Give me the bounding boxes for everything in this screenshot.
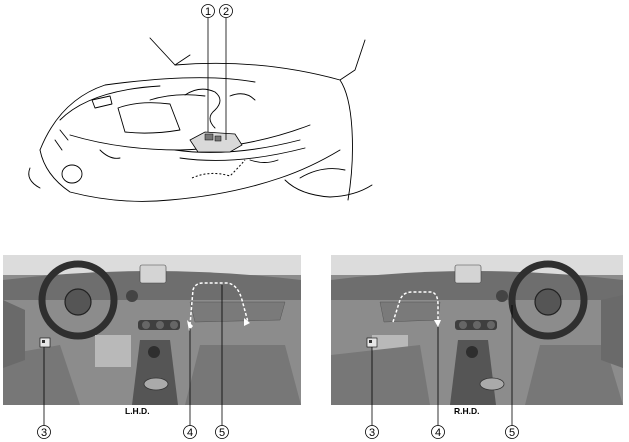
callout-2: 2 bbox=[219, 4, 233, 18]
lhd-interior-illustration bbox=[3, 255, 301, 405]
fuse-box-highlight bbox=[189, 131, 243, 153]
svg-text:5: 5 bbox=[509, 427, 515, 439]
lhd-label: L.H.D. bbox=[125, 406, 150, 416]
lhd-callout-5: 5 bbox=[215, 425, 229, 439]
callout-1: 1 bbox=[201, 4, 215, 18]
rhd-callout-5: 5 bbox=[505, 425, 519, 439]
svg-text:4: 4 bbox=[435, 427, 441, 439]
svg-text:1: 1 bbox=[205, 6, 211, 18]
rhd-label: R.H.D. bbox=[454, 406, 480, 416]
svg-text:2: 2 bbox=[223, 6, 229, 18]
svg-text:4: 4 bbox=[187, 427, 193, 439]
lhd-callout-3: 3 bbox=[37, 425, 51, 439]
wiring-harness-dashed bbox=[191, 159, 246, 179]
rhd-interior-illustration bbox=[331, 255, 623, 405]
rhd-callout-4: 4 bbox=[431, 425, 445, 439]
rhd-callout-3: 3 bbox=[365, 425, 379, 439]
svg-text:3: 3 bbox=[41, 427, 47, 439]
svg-text:5: 5 bbox=[219, 427, 225, 439]
svg-text:3: 3 bbox=[369, 427, 375, 439]
lhd-callout-4: 4 bbox=[183, 425, 197, 439]
engine-bay-illustration bbox=[28, 37, 373, 202]
